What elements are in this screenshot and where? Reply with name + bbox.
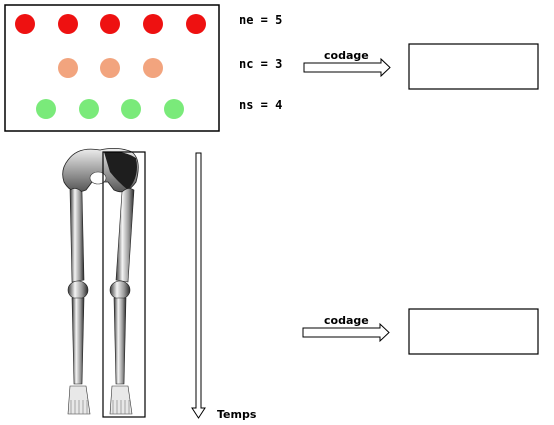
time-axis-label: Temps [217, 408, 257, 421]
dot-rows [15, 14, 206, 119]
dot-nc [100, 58, 120, 78]
count-ns: ns = 4 [239, 98, 282, 112]
dot-ne [15, 14, 35, 34]
codage-label-top: codage [324, 49, 369, 62]
output-box-top [408, 43, 539, 90]
leg-selection-frame [102, 151, 146, 418]
output-box-bottom [408, 308, 539, 355]
dot-ne [143, 14, 163, 34]
dot-ne [186, 14, 206, 34]
time-axis-arrow: Temps [191, 152, 257, 421]
dot-ne [100, 14, 120, 34]
dot-ns [36, 99, 56, 119]
leg-skeleton-image [62, 148, 139, 415]
dot-ns [121, 99, 141, 119]
codage-label-bottom: codage [324, 314, 369, 327]
dot-nc [58, 58, 78, 78]
count-ne: ne = 5 [239, 13, 282, 27]
dot-ns [164, 99, 184, 119]
dot-nc [143, 58, 163, 78]
codage-arrow-bottom: codage [302, 314, 390, 343]
dot-ne [58, 14, 78, 34]
codage-arrow-top: codage [303, 49, 391, 78]
count-nc: nc = 3 [239, 57, 282, 71]
dot-ns [79, 99, 99, 119]
